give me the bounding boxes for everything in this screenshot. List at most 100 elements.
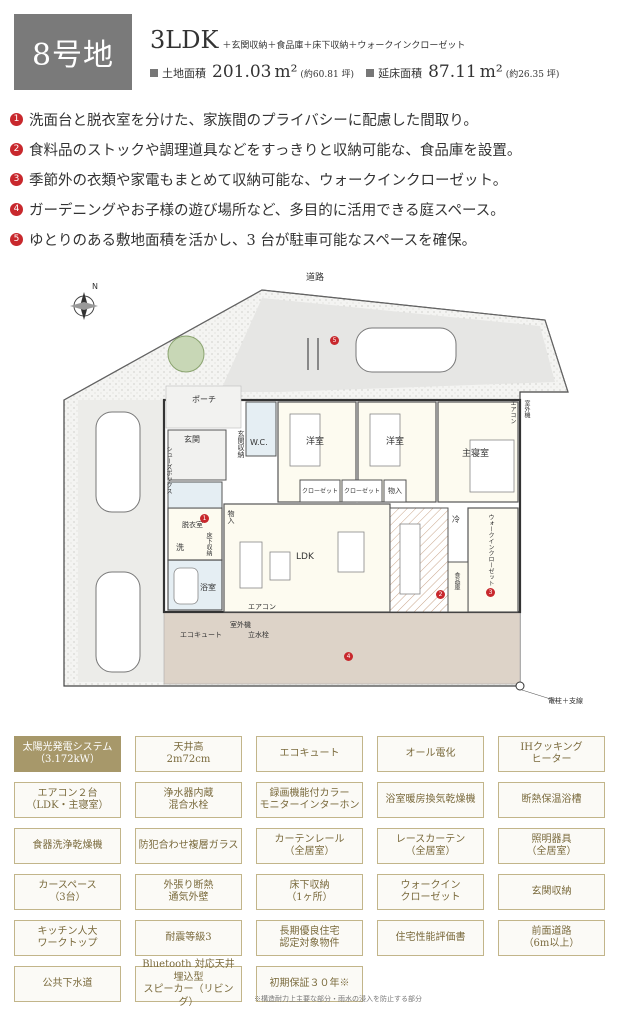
pantry-floor — [447, 561, 469, 613]
porch-label: ポーチ — [192, 395, 216, 404]
aircon-1-label: エアコン — [509, 400, 516, 424]
car-icon — [95, 411, 141, 513]
western-room-2-label: 洋室 — [386, 437, 405, 447]
outdoor-unit-1-label: 室外機 — [523, 400, 530, 418]
road-label: 道路 — [306, 273, 325, 283]
spec-tile: 床下収納 （1ヶ所） — [256, 874, 363, 910]
feature-text: ガーデニングやお子様の遊び場所など、多目的に活用できる庭スペース。 — [29, 202, 505, 219]
floor-area-label: 延床面積 — [378, 67, 423, 80]
fridge-label: 冷 — [452, 515, 460, 524]
feature-number-badge: 3 — [10, 172, 23, 186]
spec-tile: 浄水器内蔵 混合水栓 — [135, 782, 242, 818]
feature-number-badge: 4 — [10, 202, 23, 216]
shoe-box-label: シューズボックス — [165, 446, 172, 494]
square-bullet-icon — [366, 69, 375, 77]
marker-1: 1 — [200, 514, 209, 523]
north-label: N — [92, 282, 98, 291]
compass-icon — [70, 292, 98, 320]
pole-leader-line — [521, 689, 561, 703]
spec-tile: Bluetooth 対応天井埋込型 スピーカー（リビング） — [135, 959, 242, 1008]
feature-text: 季節外の衣類や家電もまとめて収納可能な、ウォークインクローゼット。 — [29, 172, 508, 189]
footnote: ※構造耐力上主要な部分・雨水の浸入を防止する部分 — [254, 995, 422, 1003]
garden-area — [163, 611, 521, 685]
square-bullet-icon — [150, 69, 158, 77]
spec-tile: 照明器具 （全居室） — [498, 828, 605, 864]
feature-item: 2 食料品のストックや調理道具などをすっきりと収納可能な、食品庫を設置。 — [10, 134, 610, 164]
spec-tile: カーテンレール （全居室） — [256, 828, 363, 864]
marker-2: 2 — [436, 590, 445, 599]
master-bedroom-label: 主寝室 — [462, 449, 490, 459]
entrance-label: 玄関 — [184, 435, 200, 444]
spec-tile: エコキュート — [256, 736, 363, 772]
spec-tile: キッチン人大 ワークトップ — [14, 920, 121, 956]
marker-4: 4 — [344, 652, 353, 661]
spec-tile: カースペース （3台） — [14, 874, 121, 910]
spec-tile: IHクッキング ヒーター — [498, 736, 605, 772]
feature-text: 洗面台と脱衣室を分けた、家族間のプライバシーに配慮した間取り。 — [29, 112, 478, 129]
road-boundary — [63, 289, 569, 401]
storage-1 — [383, 479, 407, 503]
layout-title: 3LDK＋玄関収納＋食品庫＋床下収納＋ウォークインクローゼット — [150, 26, 465, 54]
spec-grid: 太陽光発電システム （3.172kW） 天井高 2m72cm エコキュートオール電化… — [14, 736, 606, 1008]
marker-5: 5 — [330, 336, 339, 345]
bed-icon — [289, 413, 321, 467]
lot-number-badge: 8号地 — [14, 14, 132, 90]
floor-area-tsubo: (約26.35 坪) — [505, 70, 560, 80]
floor-plan-drawing — [63, 289, 569, 703]
closet-2-label: クローゼット — [344, 488, 381, 495]
spec-tile: 耐震等級3 — [135, 920, 242, 956]
spec-tile: 天井高 2m72cm — [135, 736, 242, 772]
closet-1-label: クローゼット — [302, 488, 339, 495]
bath-label: 浴室 — [200, 583, 216, 592]
spec-tile: レースカーテン （全居室） — [377, 828, 484, 864]
outdoor-unit-2-label: 室外機 — [230, 621, 251, 629]
floor-plan: 道路 N ポーチ 玄関 玄関収納 W.C. シューズボックス 洋室 洋室 主寝室… — [0, 262, 620, 710]
ldk-label: LDK — [296, 552, 314, 562]
ecocute-label: エコキュート — [180, 631, 222, 639]
spec-tile: 住宅性能評価書 — [377, 920, 484, 956]
dressing-floor — [167, 507, 223, 561]
storage-2-label: 物入 — [227, 510, 235, 524]
tree-icon — [167, 335, 205, 373]
floor-area-unit: m² — [479, 62, 503, 82]
pole-label: 電柱＋支線 — [548, 697, 583, 705]
land-area-label: 土地面積 — [162, 67, 206, 80]
feature-number-badge: 2 — [10, 142, 23, 156]
marker-3: 3 — [486, 588, 495, 597]
coffee-table-icon — [269, 551, 291, 581]
spec-tile: 浴室暖房換気乾燥機 — [377, 782, 484, 818]
entrance-storage-label: 玄関収納 — [237, 430, 245, 458]
storage-1-label: 物入 — [388, 487, 402, 495]
utility-pole-icon — [515, 681, 525, 691]
washbasin-floor — [167, 481, 223, 509]
western-room-1-label: 洋室 — [306, 437, 325, 447]
spec-tile: 防犯合わせ複層ガラス — [135, 828, 242, 864]
spec-tile: 初期保証３０年※ — [256, 966, 363, 1002]
wic-label: ウォークインクローゼット — [487, 514, 494, 586]
spec-tile: 太陽光発電システム （3.172kW） — [14, 736, 121, 772]
dressing-room-label: 脱衣室 — [182, 521, 203, 529]
spec-tile: オール電化 — [377, 736, 484, 772]
spec-tile: ウォークイン クローゼット — [377, 874, 484, 910]
closet-1 — [299, 479, 341, 503]
car-icon — [355, 327, 457, 373]
entrance-floor — [167, 429, 227, 481]
spec-tile: 食器洗浄乾燥機 — [14, 828, 121, 864]
sofa-icon — [239, 541, 263, 589]
underfloor-storage-label: 床下収納 — [205, 532, 212, 556]
spec-tile: 公共下水道 — [14, 966, 121, 1002]
feature-number-badge: 5 — [10, 232, 23, 246]
wash-label: 洗 — [176, 543, 184, 552]
car-icon — [95, 571, 141, 673]
feature-text: 食料品のストックや調理道具などをすっきりと収納可能な、食品庫を設置。 — [29, 142, 522, 159]
spec-tile: 長期優良住宅 認定対象物件 — [256, 920, 363, 956]
pantry-label: 食品庫 — [453, 572, 460, 590]
bed-icon — [469, 439, 515, 493]
land-area-tsubo: (約60.81 坪) — [300, 70, 355, 80]
spec-tile: 録画機能付カラー モニターインターホン — [256, 782, 363, 818]
spec-tile: 前面道路 （6m以上） — [498, 920, 605, 956]
wc-label: W.C. — [250, 438, 268, 447]
aircon-2-label: エアコン — [248, 603, 276, 611]
